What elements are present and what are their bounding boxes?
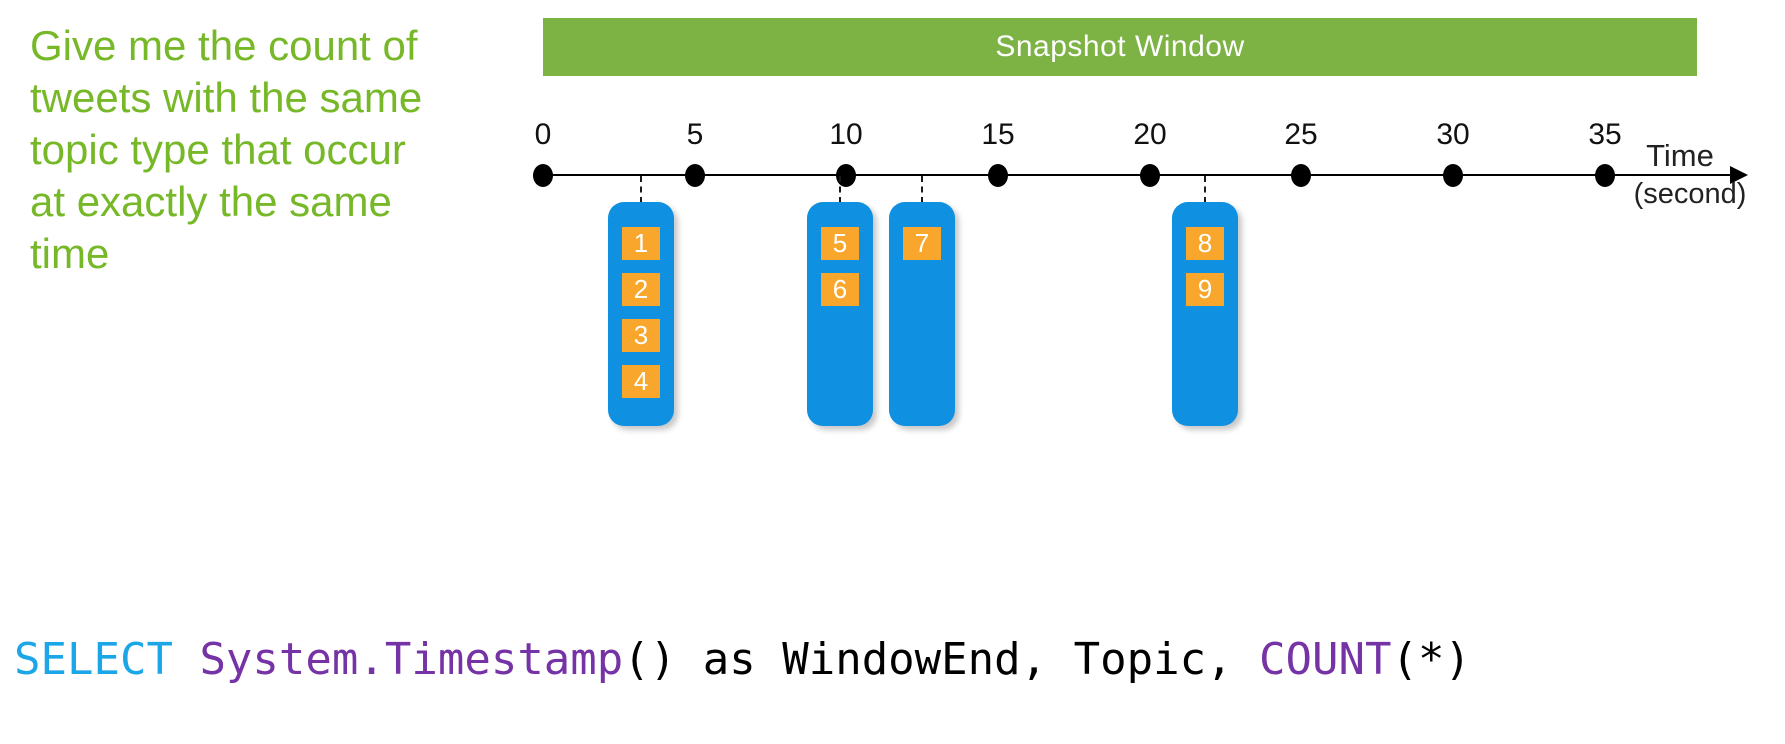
axis-title-unit: (second) (1633, 178, 1747, 210)
prompt-line: time (30, 230, 110, 277)
tweet-badge: 6 (821, 273, 859, 306)
tick-label: 0 (534, 118, 552, 151)
tick-dot-icon (1595, 164, 1615, 187)
tick-label: 30 (1436, 118, 1470, 151)
tweet-badge: 8 (1186, 227, 1224, 260)
event-dashed-connector (839, 176, 841, 203)
prompt-line: topic type that occur (30, 126, 406, 173)
prompt-line: at exactly the same (30, 178, 392, 225)
tick-dot-icon (1291, 164, 1311, 187)
tick-dot-icon (1443, 164, 1463, 187)
code-token-function: System.Timestamp (199, 634, 624, 685)
timeline-axis (538, 174, 1732, 176)
tweet-badge: 3 (622, 319, 660, 352)
timeline-arrowhead-icon (1730, 166, 1748, 184)
tweet-badge: 7 (903, 227, 941, 260)
tick-dot-icon (685, 164, 705, 187)
code-token-keyword: SELECT (14, 634, 200, 685)
tick-dot-icon (836, 164, 856, 187)
banner-label: Snapshot Window (995, 30, 1245, 63)
tick-label: 20 (1133, 118, 1167, 151)
prompt-text: Give me the count of tweets with the sam… (30, 20, 500, 280)
event-group-1: 1 2 3 4 (608, 202, 674, 426)
sql-code-block: SELECT System.Timestamp() as WindowEnd, … (14, 512, 1471, 744)
tick-label: 10 (829, 118, 863, 151)
event-dashed-connector (1204, 176, 1206, 203)
event-group-4: 8 9 (1172, 202, 1238, 426)
code-token-function: COUNT (1259, 634, 1392, 685)
tweet-badge: 2 (622, 273, 660, 306)
tweet-badge: 1 (622, 227, 660, 260)
tick-dot-icon (1140, 164, 1160, 187)
tweet-badge: 9 (1186, 273, 1224, 306)
snapshot-window-banner: Snapshot Window (543, 18, 1697, 76)
tweet-badge: 5 (821, 227, 859, 260)
prompt-line: Give me the count of (30, 22, 418, 69)
event-dashed-connector (921, 176, 923, 203)
tick-label: 5 (686, 118, 704, 151)
code-token-plain: (*) (1391, 634, 1471, 685)
code-token-plain: () as WindowEnd, Topic, (623, 634, 1260, 685)
code-line-1: SELECT System.Timestamp() as WindowEnd, … (14, 630, 1471, 689)
tick-dot-icon (533, 164, 553, 187)
tick-label: 35 (1588, 118, 1622, 151)
tweet-badge: 4 (622, 365, 660, 398)
event-group-2: 5 6 (807, 202, 873, 426)
prompt-line: tweets with the same (30, 74, 423, 121)
event-group-3: 7 (889, 202, 955, 426)
event-dashed-connector (640, 176, 642, 203)
tick-label: 25 (1284, 118, 1318, 151)
tick-dot-icon (988, 164, 1008, 187)
tick-label: 15 (981, 118, 1015, 151)
axis-title-time: Time (1646, 138, 1714, 173)
